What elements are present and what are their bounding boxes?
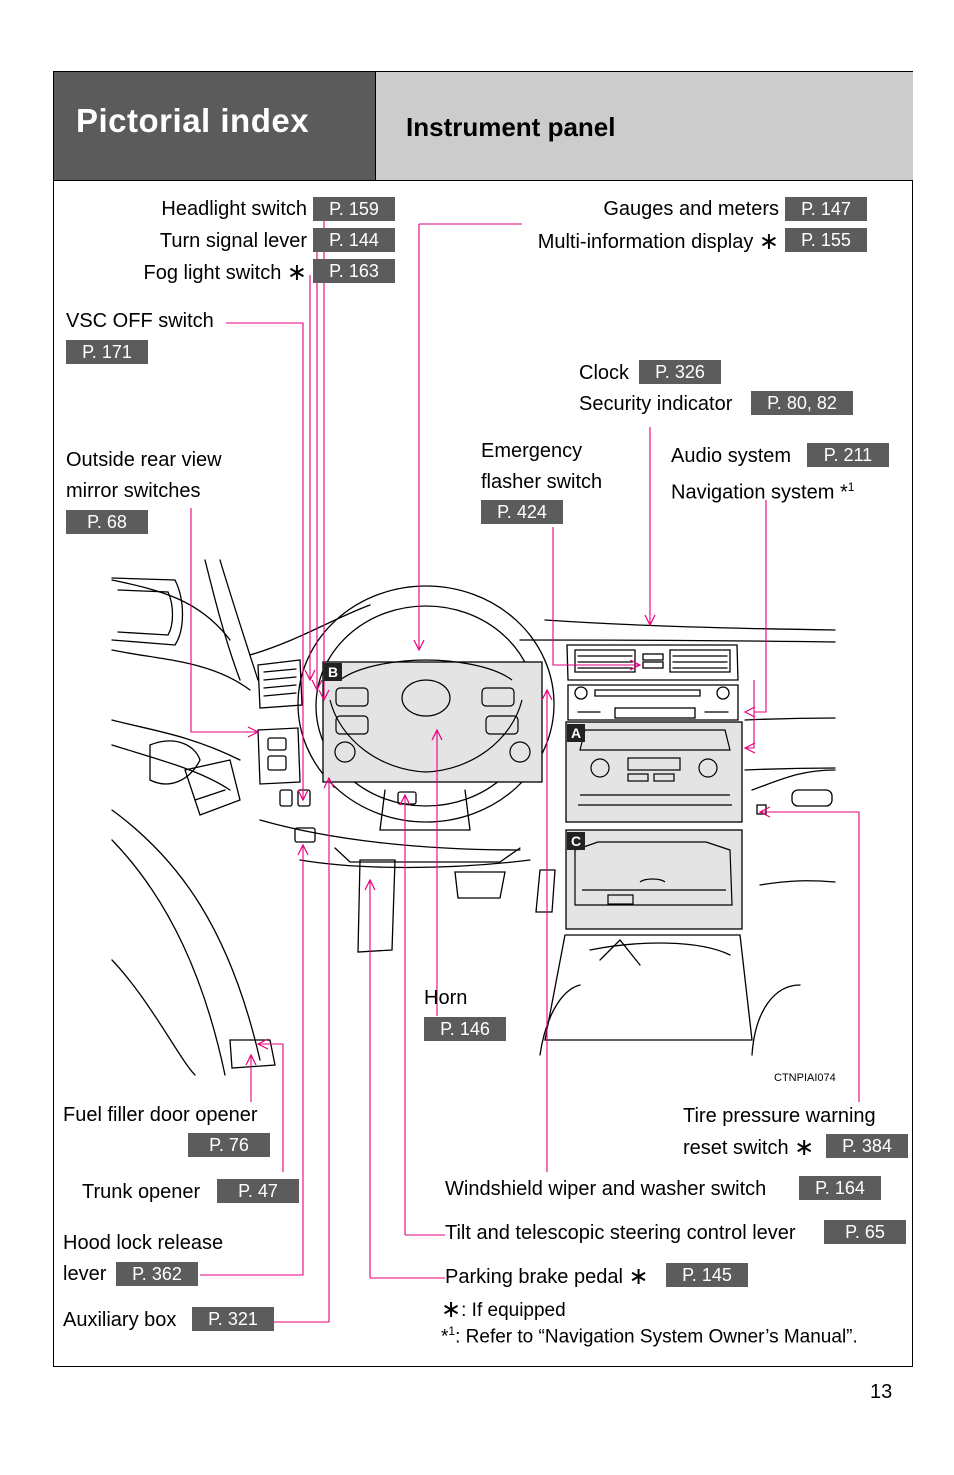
page-ref-turn-signal[interactable]: P. 144 — [313, 228, 395, 252]
page-number: 13 — [870, 1381, 893, 1403]
page-ref-multi-info[interactable]: P. 155 — [785, 228, 867, 252]
inset-b — [322, 661, 543, 783]
callout-tire-pressure-line2: reset switch ∗ — [683, 1135, 814, 1160]
page-ref-aux-box[interactable]: P. 321 — [192, 1307, 274, 1331]
callout-security-indicator: Security indicator — [579, 393, 733, 415]
footnote-sup: 1 — [448, 1324, 456, 1338]
callout-parking-brake-pedal: Parking brake pedal ∗ — [445, 1264, 649, 1289]
inset-a-drawing — [578, 729, 732, 806]
page-ref-parking-brake[interactable]: P. 145 — [666, 1263, 748, 1287]
title-box: Pictorial index — [54, 72, 376, 180]
page-ref-wiper[interactable]: P. 164 — [799, 1176, 881, 1200]
page-ref-fuel-door[interactable]: P. 76 — [188, 1133, 270, 1157]
callout-emergency-line2: flasher switch — [481, 471, 603, 493]
page-frame — [53, 71, 913, 1367]
if-equipped-marker: ∗ — [794, 1134, 815, 1161]
callout-tire-pressure-line1: Tire pressure warning — [683, 1105, 876, 1127]
callout-fog-light-switch: Fog light switch ∗ — [80, 260, 307, 285]
leader-lines — [190, 212, 860, 1323]
page-ref-mirror[interactable]: P. 68 — [66, 510, 148, 534]
footnote-if-equipped: ∗: If equipped — [441, 1298, 566, 1322]
footnote-if-equipped-text: : If equipped — [461, 1300, 566, 1321]
tire-pressure-label: reset switch — [683, 1137, 789, 1159]
inset-tag-c: C — [567, 832, 585, 850]
page-ref-vsc-off[interactable]: P. 171 — [66, 340, 148, 364]
footnote-asterisk: ∗ — [441, 1296, 462, 1323]
dashboard-line-art — [111, 559, 836, 1076]
callout-hood-lock-line2: lever — [63, 1263, 107, 1285]
page-ref-gauges[interactable]: P. 147 — [785, 197, 867, 221]
inset-b-drawing — [329, 659, 531, 773]
page-ref-tire-pressure[interactable]: P. 384 — [826, 1134, 908, 1158]
page-ref-trunk[interactable]: P. 47 — [217, 1179, 299, 1203]
navigation-label: Navigation system * — [671, 481, 848, 504]
callout-tilt-telescopic-lever: Tilt and telescopic steering control lev… — [445, 1222, 796, 1244]
footnote-nav-text: : Refer to “Navigation System Owner’s Ma… — [455, 1326, 858, 1348]
image-code: CTNPIAI074 — [774, 1072, 836, 1084]
callout-emergency-line1: Emergency — [481, 440, 583, 462]
callout-fuel-filler-door-opener: Fuel filler door opener — [63, 1104, 258, 1126]
page-ref-audio[interactable]: P. 211 — [807, 443, 889, 467]
inset-c-drawing — [574, 841, 733, 906]
callout-audio-system: Audio system — [671, 445, 792, 467]
fog-light-label: Fog light switch — [143, 262, 282, 284]
multi-info-label: Multi-information display — [537, 231, 754, 253]
callout-multi-info-display: Multi-information display ∗ — [500, 229, 779, 254]
callout-navigation-system: Navigation system *1 — [671, 475, 854, 505]
inset-tag-b: B — [324, 663, 342, 681]
if-equipped-marker: ∗ — [286, 259, 307, 286]
if-equipped-marker: ∗ — [758, 228, 779, 255]
header-divider — [54, 180, 376, 181]
page-ref-horn[interactable]: P. 146 — [424, 1017, 506, 1041]
page-ref-headlight[interactable]: P. 159 — [313, 197, 395, 221]
page-ref-emergency[interactable]: P. 424 — [481, 500, 563, 524]
page-ref-clock[interactable]: P. 326 — [639, 360, 721, 384]
navigation-footnote-mark: 1 — [847, 480, 855, 494]
footnote-navigation-manual: *1: Refer to “Navigation System Owner’s … — [441, 1320, 858, 1348]
callout-hood-lock-line1: Hood lock release — [63, 1232, 224, 1254]
page-ref-security[interactable]: P. 80, 82 — [751, 391, 853, 415]
callout-trunk-opener: Trunk opener — [82, 1181, 201, 1203]
callout-horn: Horn — [424, 987, 468, 1009]
page-title: Pictorial index — [76, 102, 310, 139]
if-equipped-marker: ∗ — [628, 1263, 649, 1290]
callout-wiper-washer-switch: Windshield wiper and washer switch — [445, 1178, 767, 1200]
leader-arrowheads — [245, 614, 771, 1066]
page-ref-hood[interactable]: P. 362 — [116, 1262, 198, 1286]
section-title: Instrument panel — [406, 112, 616, 142]
inset-tag-a: A — [567, 724, 585, 742]
callout-mirror-switches-line1: Outside rear view — [66, 449, 222, 471]
parking-brake-label: Parking brake pedal — [445, 1266, 623, 1288]
footnote-star: * — [441, 1326, 449, 1348]
callout-turn-signal-lever: Turn signal lever — [159, 230, 307, 252]
callout-headlight-switch: Headlight switch — [161, 198, 307, 220]
page-ref-tilt[interactable]: P. 65 — [824, 1220, 906, 1244]
callout-auxiliary-box: Auxiliary box — [63, 1309, 177, 1331]
callout-clock: Clock — [579, 362, 630, 384]
page-ref-fog-light[interactable]: P. 163 — [313, 259, 395, 283]
callout-vsc-off-switch: VSC OFF switch — [66, 310, 214, 332]
callout-gauges-meters: Gauges and meters — [603, 198, 779, 220]
section-header: Instrument panel — [376, 72, 913, 181]
callout-mirror-switches-line2: mirror switches — [66, 480, 201, 502]
